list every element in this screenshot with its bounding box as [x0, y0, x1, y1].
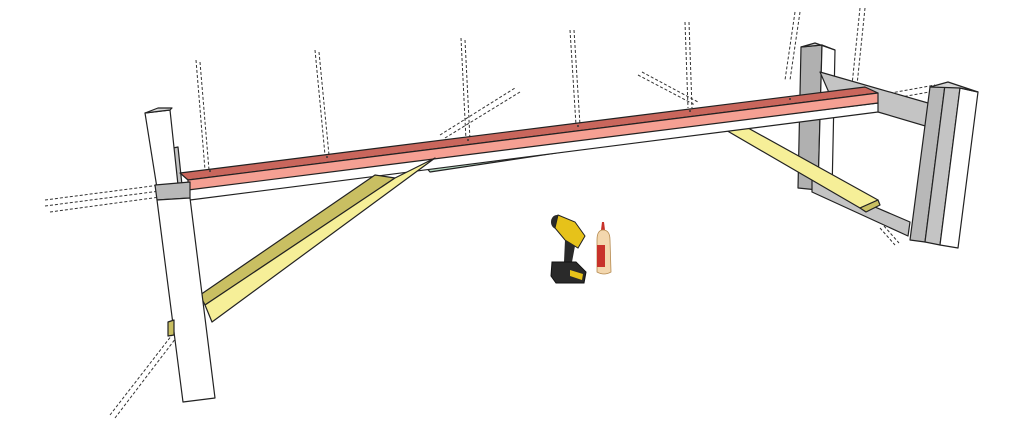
left-front-post [144, 107, 216, 403]
top-rail [179, 86, 879, 191]
screw-marks [209, 98, 791, 172]
glue-bottle-icon [596, 222, 612, 275]
right-brace [711, 117, 881, 213]
right-front-post [909, 81, 979, 249]
guide-lines [44, 7, 941, 419]
drill-icon [550, 214, 587, 284]
